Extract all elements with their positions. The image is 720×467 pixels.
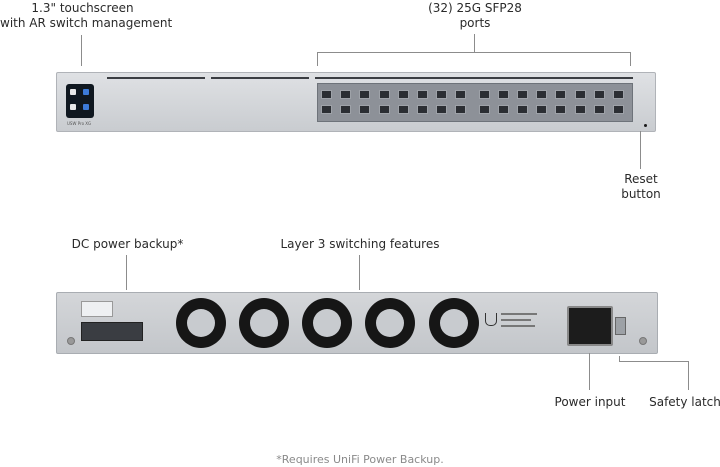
screw (67, 337, 75, 345)
layer3-leader (359, 255, 360, 290)
sfp-bracket-right (630, 52, 631, 66)
screen-icon-home (70, 89, 76, 95)
power-input-socket[interactable] (567, 306, 613, 346)
fan-1 (176, 298, 226, 348)
sfp28-port[interactable] (378, 105, 390, 114)
latch-leader-h (619, 356, 620, 362)
dc-backup-label: DC power backup* (71, 237, 184, 251)
sfp28-port[interactable] (478, 90, 490, 99)
front-model-text: USW Pro XG (67, 121, 92, 126)
reset-label-line1: Reset (624, 172, 658, 186)
sfp28-port[interactable] (536, 105, 548, 114)
sfp28-port[interactable] (517, 105, 528, 114)
screen-icon-ar (83, 104, 89, 110)
vent-slot-1 (107, 77, 205, 79)
sfp28-port[interactable] (378, 90, 390, 99)
sfp28-port[interactable] (593, 90, 605, 99)
sfp28-port[interactable] (359, 105, 371, 114)
sfp28-port[interactable] (613, 90, 624, 99)
sfp28-port[interactable] (436, 90, 448, 99)
sfp28-port[interactable] (397, 90, 409, 99)
sfp28-port[interactable] (536, 90, 548, 99)
vent-slot-3 (315, 77, 633, 79)
touchscreen-label-line2: with AR switch management (0, 16, 173, 30)
sfp28-port[interactable] (555, 105, 567, 114)
sfp28-port[interactable] (574, 105, 586, 114)
sfp28-port[interactable] (321, 90, 332, 99)
dc-backup-leader (126, 255, 127, 290)
footnote: *Requires UniFi Power Backup. (276, 453, 444, 466)
power-input-label: Power input (554, 395, 626, 409)
sfp28-port[interactable] (593, 105, 605, 114)
touchscreen-label-line1: 1.3" touchscreen (31, 1, 134, 15)
screw (639, 337, 647, 345)
reset-button[interactable] (644, 124, 647, 127)
spec-text (501, 325, 535, 327)
layer3-label: Layer 3 switching features (280, 237, 440, 251)
sfp28-port[interactable] (613, 105, 624, 114)
sfp28-port[interactable] (321, 105, 332, 114)
sfp-ports-label-line2: ports (459, 16, 491, 30)
reset-leader (640, 131, 641, 169)
vent-slot-2 (211, 77, 309, 79)
switch-front-panel: USW Pro XG (56, 72, 656, 132)
fan-2 (239, 298, 289, 348)
sfp-bracket-left (317, 52, 318, 66)
touchscreen-label: 1.3" touchscreen with AR switch manageme… (0, 1, 173, 31)
serial-sticker (81, 301, 113, 317)
sfp28-port[interactable] (455, 105, 467, 114)
sfp28-port[interactable] (417, 90, 428, 99)
sfp-ports-label-line1: (32) 25G SFP28 (428, 1, 522, 15)
sfp28-port-block (317, 83, 633, 122)
dc-power-backup-connector[interactable] (81, 322, 143, 341)
fan-3 (302, 298, 352, 348)
sfp28-port[interactable] (497, 90, 509, 99)
sfp28-port[interactable] (340, 90, 352, 99)
screen-icon-settings (70, 104, 76, 110)
screen-icon-status (83, 89, 89, 95)
touchscreen-display[interactable] (66, 84, 94, 118)
switch-rear-panel (56, 292, 658, 354)
power-input-leader (589, 353, 590, 390)
sfp28-port[interactable] (359, 90, 371, 99)
spec-text (501, 319, 531, 321)
sfp28-port[interactable] (340, 105, 352, 114)
latch-leader-v (688, 361, 689, 390)
safety-latch-label: Safety latch (649, 395, 720, 409)
sfp28-port[interactable] (397, 105, 409, 114)
ubiquiti-logo (485, 313, 497, 326)
sfp-bracket-stem (474, 34, 475, 52)
sfp28-port[interactable] (455, 90, 467, 99)
sfp-bracket-top (317, 52, 631, 53)
sfp28-port[interactable] (497, 105, 509, 114)
fan-4 (365, 298, 415, 348)
sfp28-port[interactable] (436, 105, 448, 114)
sfp28-port[interactable] (417, 105, 428, 114)
sfp28-port[interactable] (478, 105, 490, 114)
reset-label: Reset button (611, 172, 671, 202)
sfp28-port[interactable] (574, 90, 586, 99)
sfp28-port[interactable] (517, 90, 528, 99)
latch-leader-mid (619, 361, 689, 362)
spec-text (501, 313, 537, 315)
safety-latch[interactable] (615, 317, 626, 335)
fan-5 (429, 298, 479, 348)
sfp-ports-label: (32) 25G SFP28 ports (400, 1, 550, 31)
reset-label-line2: button (621, 187, 661, 201)
touchscreen-leader (81, 35, 82, 66)
sfp28-port[interactable] (555, 90, 567, 99)
